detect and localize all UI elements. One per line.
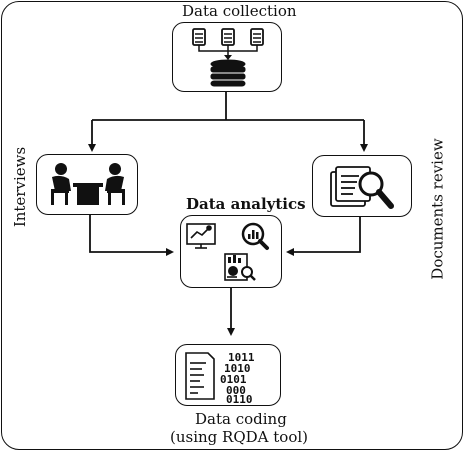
collection-node [172,22,282,92]
coding-label: Data coding [195,410,287,428]
svg-text:000: 000 [226,384,246,397]
analytics-node [180,215,282,288]
svg-text:0110: 0110 [226,393,253,403]
collection-label: Data collection [182,2,297,20]
svg-text:1010: 1010 [224,362,251,375]
svg-text:1011: 1011 [228,351,255,364]
document-search-icon [330,166,394,209]
documents-node [312,155,412,217]
analytics-label: Data analytics [186,195,306,213]
binary-code-icon: 1011 1010 0101 000 0110 [185,351,255,403]
arrow-interviews-to-analytics [89,215,174,256]
svg-text:0101: 0101 [220,373,247,386]
interviews-node [36,154,138,215]
coding-node: 1011 1010 0101 000 0110 [175,344,281,406]
database-icon [192,28,264,87]
arrow-documents-to-analytics [286,215,361,256]
analytics-icon [186,222,269,281]
interview-icon [51,163,125,205]
coding-sublabel: (using RQDA tool) [170,428,308,446]
documents-label: Documents review [428,138,447,280]
interviews-label: Interviews [11,146,30,228]
